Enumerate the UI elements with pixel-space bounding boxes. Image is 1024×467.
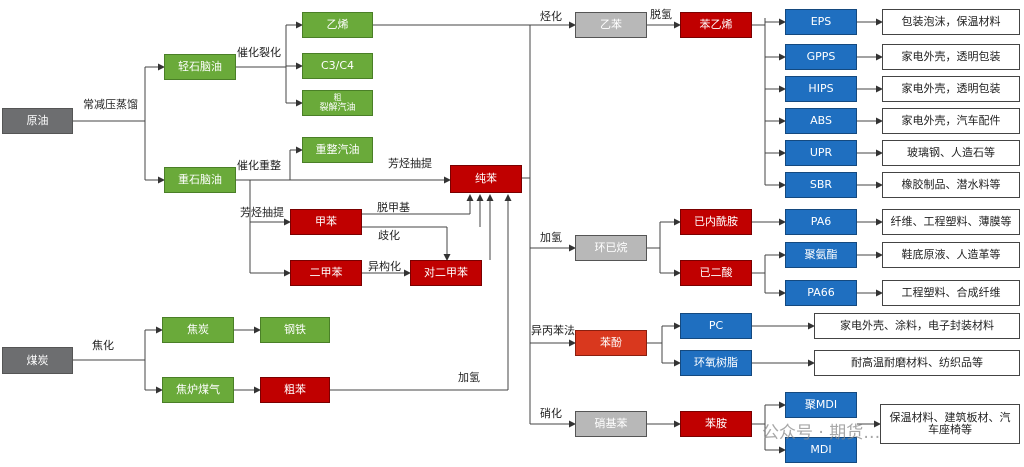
edge-hydrogenation-2: 加氢 (458, 371, 480, 384)
node-heavy-naphtha: 重石脑油 (164, 167, 236, 193)
edge-disproportionation: 歧化 (378, 229, 400, 242)
node-sbr: SBR (785, 172, 857, 198)
edge-aromatics-extract-1: 芳烃抽提 (240, 206, 284, 219)
node-polyurethane: 聚氨酯 (785, 242, 857, 268)
node-polymeric-mdi: 聚MDI (785, 392, 857, 418)
node-ethylene: 乙烯 (302, 12, 373, 38)
node-hips: HIPS (785, 76, 857, 102)
node-phenol: 苯酚 (575, 330, 647, 356)
edge-nitration: 硝化 (540, 407, 562, 420)
pygas-label: 裂解汽油 (319, 103, 356, 113)
node-eps: EPS (785, 9, 857, 35)
use-hips: 家电外壳，透明包装 (882, 76, 1020, 102)
pygas-prefix: 粗 (333, 93, 342, 102)
node-abs: ABS (785, 108, 857, 134)
node-gpps: GPPS (785, 44, 857, 70)
node-pa6: PA6 (785, 209, 857, 235)
edge-atm-distill: 常减压蒸馏 (83, 98, 138, 111)
edge-cat-reform: 催化重整 (237, 159, 281, 172)
node-reformate: 重整汽油 (302, 137, 373, 163)
node-aniline: 苯胺 (680, 411, 752, 437)
edge-cumene: 异丙苯法 (531, 324, 575, 337)
use-pa66: 工程塑料、合成纤维 (882, 280, 1020, 306)
node-ethylbenzene: 乙苯 (575, 12, 647, 38)
use-pa6: 纤维、工程塑料、薄膜等 (882, 209, 1020, 235)
node-crude-benzene: 粗苯 (260, 377, 330, 403)
node-upr: UPR (785, 140, 857, 166)
node-cyclohexane: 环已烷 (575, 235, 647, 261)
edge-isomerization: 异构化 (368, 260, 401, 273)
edge-aromatics-extract-2: 芳烃抽提 (388, 157, 432, 170)
use-gpps: 家电外壳，透明包装 (882, 44, 1020, 70)
node-toluene: 甲苯 (290, 209, 362, 235)
use-polyurethane: 鞋底原液、人造革等 (882, 242, 1020, 268)
node-coke: 焦炭 (162, 317, 234, 343)
use-sbr: 橡胶制品、潜水料等 (882, 172, 1020, 198)
node-coal: 煤炭 (2, 347, 73, 374)
node-nitrobenzene: 硝基苯 (575, 411, 647, 437)
node-pc: PC (680, 313, 752, 339)
edge-dehydrogenation: 脱氢 (650, 8, 672, 21)
node-steel: 钢铁 (260, 317, 330, 343)
node-coke-oven-gas: 焦炉煤气 (162, 377, 234, 403)
node-adipic-acid: 已二酸 (680, 260, 752, 286)
use-mdi: 保温材料、建筑板材、汽车座椅等 (880, 404, 1020, 444)
node-xylene: 二甲苯 (290, 260, 362, 286)
edge-hydrogenation-1: 加氢 (540, 231, 562, 244)
edge-hydrodealkylation: 脱甲基 (377, 201, 410, 214)
node-pa66: PA66 (785, 280, 857, 306)
node-epoxy: 环氧树脂 (680, 350, 752, 376)
edge-coking: 焦化 (92, 339, 114, 352)
node-pyrolysis-gasoline: 粗裂解汽油 (302, 90, 373, 116)
node-mdi: MDI (785, 437, 857, 463)
use-abs: 家电外壳，汽车配件 (882, 108, 1020, 134)
node-paraxylene: 对二甲苯 (410, 260, 482, 286)
node-caprolactam: 已内酰胺 (680, 209, 752, 235)
node-benzene: 纯苯 (450, 165, 522, 193)
node-styrene: 苯乙烯 (680, 12, 752, 38)
watermark-text: 公众号 · 期货… (762, 423, 881, 443)
use-epoxy: 耐高温耐磨材料、纺织品等 (814, 350, 1020, 376)
node-light-naphtha: 轻石脑油 (164, 54, 236, 80)
edge-cat-crack: 催化裂化 (237, 46, 281, 59)
node-c3c4: C3/C4 (302, 53, 373, 79)
use-eps: 包装泡沫，保温材料 (882, 9, 1020, 35)
edge-alkylation: 烃化 (540, 10, 562, 23)
use-upr: 玻璃钢、人造石等 (882, 140, 1020, 166)
use-pc: 家电外壳、涂料，电子封装材料 (814, 313, 1020, 339)
node-crude-oil: 原油 (2, 108, 73, 134)
